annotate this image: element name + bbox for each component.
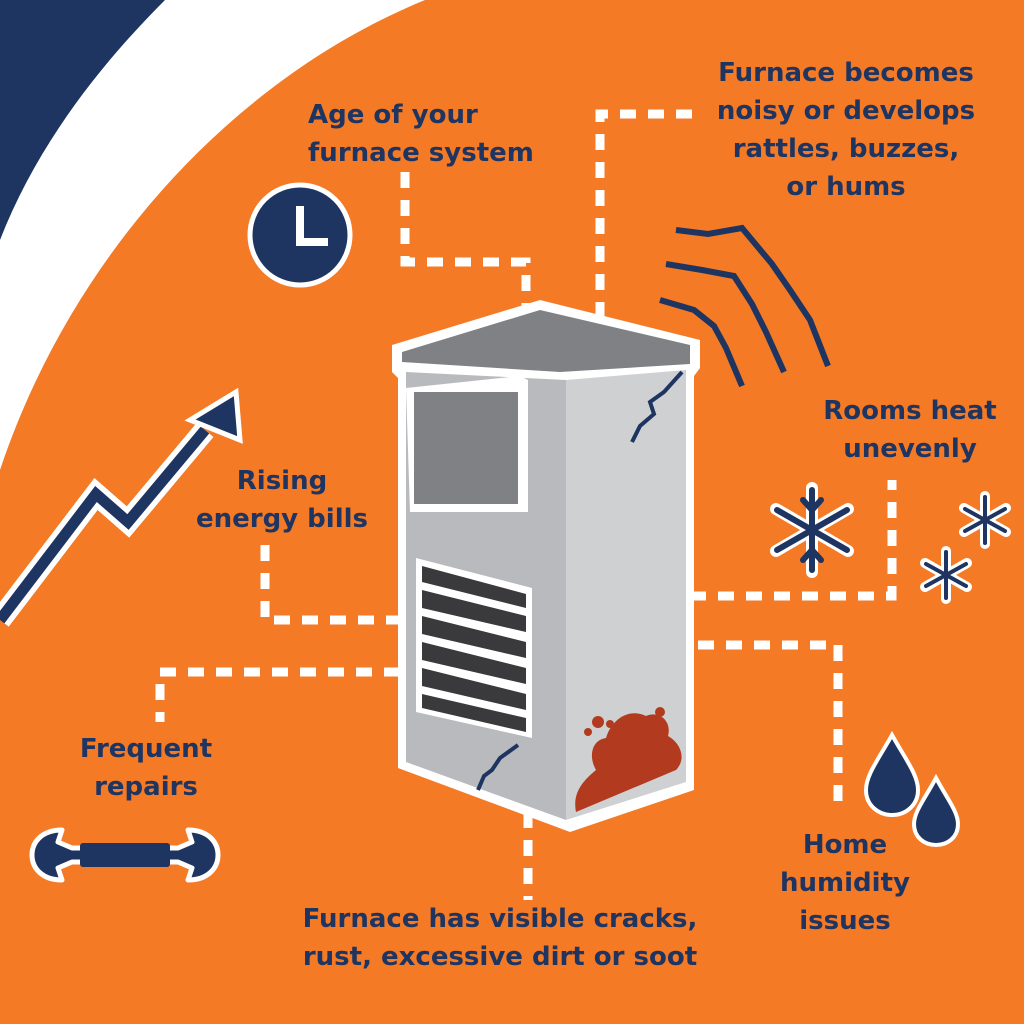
label-line: Furnace becomes (718, 58, 974, 88)
label-noisy-furnace: Furnace becomes noisy or develops rattle… (706, 54, 986, 206)
label-line: Furnace has visible cracks, (302, 904, 698, 934)
label-line: rattles, buzzes, (732, 134, 960, 164)
furnace-side (566, 370, 686, 820)
connector-humidity (698, 640, 843, 808)
crack-mark (476, 743, 520, 791)
label-visible-cracks: Furnace has visible cracks, rust, excess… (270, 900, 730, 976)
label-line: unevenly (843, 434, 977, 464)
label-line: rust, excessive dirt or soot (302, 942, 698, 972)
label-line: Rooms heat (823, 396, 997, 426)
label-line: Rising (236, 466, 328, 496)
snowflake-icon (770, 482, 1011, 604)
furnace-vent (416, 558, 532, 738)
connector-repairs (155, 667, 400, 722)
label-line: energy bills (195, 504, 369, 534)
clock-icon (247, 182, 353, 288)
rust-stain (575, 707, 682, 812)
wrench-icon (29, 827, 221, 883)
connector-lines (155, 109, 897, 900)
water-drop-icon (863, 730, 961, 848)
label-line: noisy or develops (716, 96, 976, 126)
label-line: issues (799, 906, 891, 936)
furnace-top (402, 310, 690, 372)
furnace-illustration (392, 300, 700, 832)
label-line: Age of your (308, 100, 478, 130)
connector-age (400, 172, 531, 312)
label-rooms-heat-unevenly: Rooms heat unevenly (800, 392, 1020, 468)
vibration-lines-icon (659, 224, 831, 388)
label-line: Frequent (79, 734, 213, 764)
trend-up-arrow-icon (0, 387, 243, 627)
label-rising-energy-bills: Rising energy bills (182, 462, 382, 538)
connector-rooms (690, 480, 897, 601)
connector-rising (260, 545, 400, 625)
label-line: Home (802, 830, 888, 860)
crack-mark (630, 370, 684, 443)
label-line: furnace system (308, 138, 534, 168)
connector-noisy (595, 109, 700, 318)
label-frequent-repairs: Frequent repairs (56, 730, 236, 806)
label-line: repairs (94, 772, 198, 802)
label-line: or hums (786, 172, 906, 202)
label-age-of-furnace: Age of your furnace system (308, 96, 534, 172)
corner-arc-decoration (0, 0, 425, 470)
label-home-humidity-issues: Home humidity issues (770, 826, 920, 940)
label-line: humidity (780, 868, 910, 898)
